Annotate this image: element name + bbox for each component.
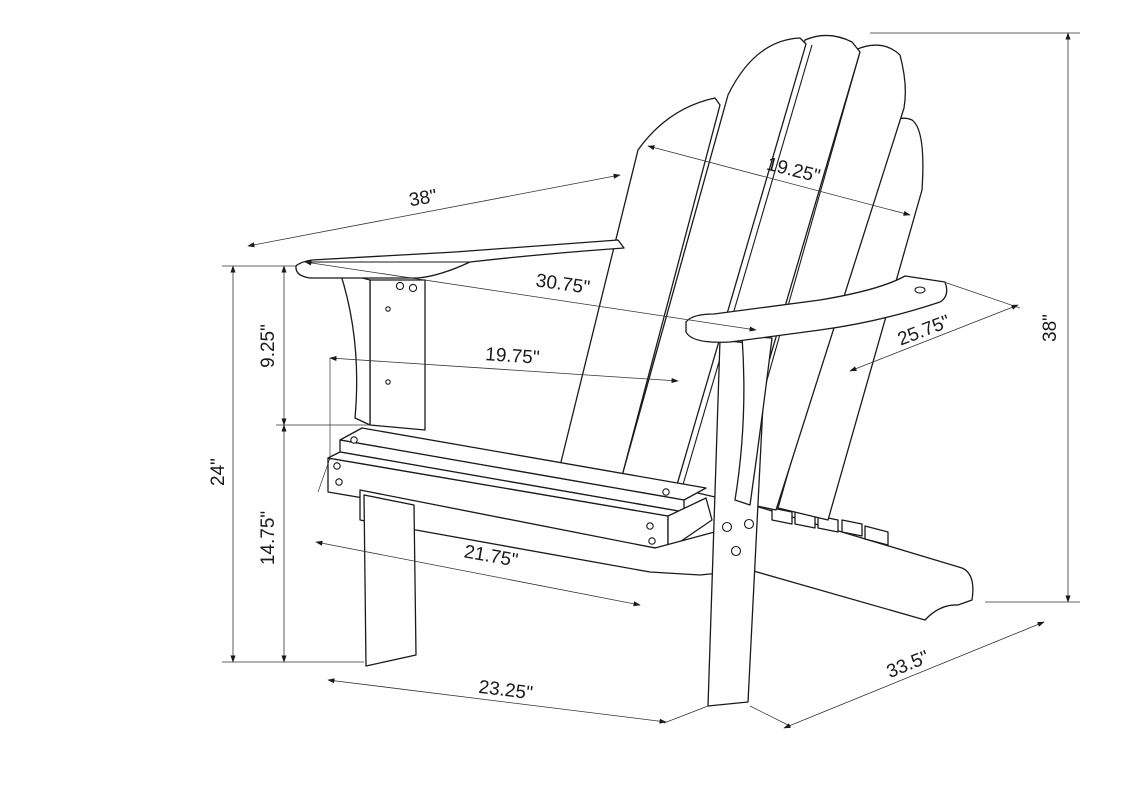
seat	[327, 427, 713, 551]
left-arm-bracket	[339, 271, 371, 426]
label-overall-width: 38"	[407, 186, 438, 212]
rear-runner	[749, 504, 974, 621]
label-overall-height: 38"	[1040, 314, 1061, 342]
dim-line-seat-width	[329, 355, 679, 384]
dim-line-overall-width	[247, 173, 621, 248]
left-back-post	[369, 279, 426, 431]
left-arm	[295, 239, 625, 279]
label-arm-length: 30.75"	[534, 270, 591, 298]
dim-line-back-width	[647, 145, 911, 216]
label-front-width: 23.25"	[477, 677, 533, 704]
chair-drawing	[295, 34, 974, 707]
dim-line-depth	[783, 621, 1045, 729]
dim-line-arm-length	[304, 260, 757, 332]
dim-line-front-width	[327, 678, 667, 724]
label-arm-height: 24"	[208, 458, 229, 486]
label-arm-front-width: 25.75"	[895, 311, 953, 350]
label-seat-width: 19.75"	[485, 344, 541, 369]
right-arm-bracket	[734, 335, 773, 506]
left-front-leg	[363, 494, 417, 667]
label-arm-above-seat: 9.25"	[258, 324, 279, 368]
label-seat-height: 14.75"	[258, 511, 279, 565]
dim-line-arm-front-width	[849, 304, 1019, 372]
dim-line-seat-front-width	[315, 540, 641, 607]
dimension-lines	[230, 32, 1071, 729]
